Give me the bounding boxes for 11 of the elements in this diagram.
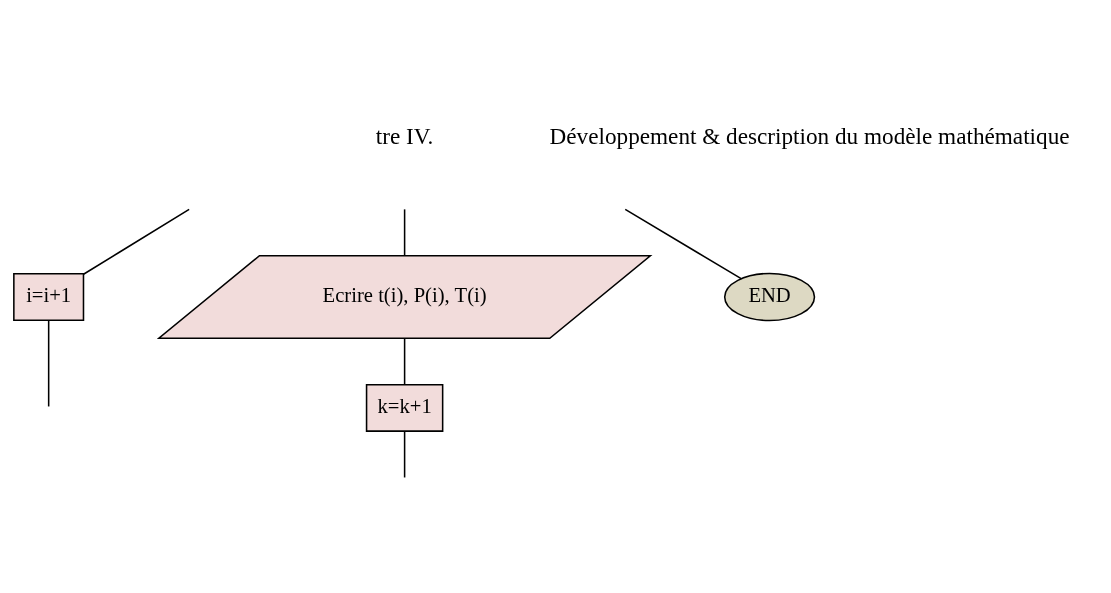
connector <box>403 208 406 256</box>
connector <box>624 208 742 279</box>
connector <box>403 337 406 385</box>
node-box: k=k+1 <box>365 383 444 432</box>
connector <box>47 319 50 407</box>
connector <box>403 429 406 478</box>
connector <box>82 208 190 275</box>
node-box: i=i+1 <box>13 272 85 321</box>
label: Développement & description du modèle mathématique <box>549 122 1070 149</box>
node-ellipse: END <box>723 272 816 321</box>
label: tre IV. <box>375 122 434 149</box>
